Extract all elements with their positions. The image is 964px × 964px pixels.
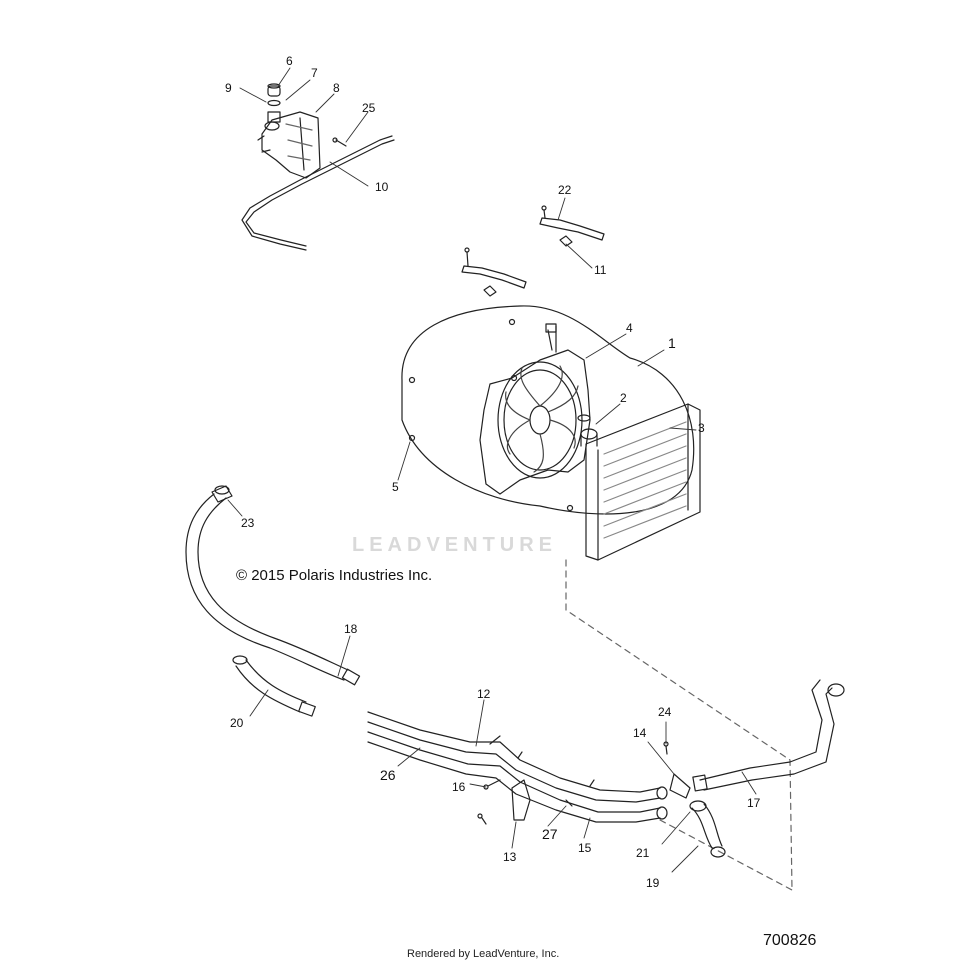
- upper-bracket-left: [461, 247, 527, 297]
- callout-10: 10: [375, 180, 389, 194]
- callout-15: 15: [578, 841, 592, 855]
- callout-24: 24: [658, 705, 672, 719]
- coolant-reservoir: [257, 111, 321, 179]
- clamp-27: [565, 799, 573, 807]
- hose-18: [185, 485, 361, 686]
- callout-6: 6: [286, 54, 293, 68]
- reservoir-cap: [267, 83, 281, 97]
- callout-1: 1: [668, 335, 676, 351]
- overflow-hose: [241, 135, 395, 251]
- callout-18: 18: [344, 622, 358, 636]
- cooling-fan: [479, 323, 591, 495]
- callout-7: 7: [311, 66, 318, 80]
- leader-lines: [227, 67, 757, 873]
- screw-25: [332, 137, 347, 147]
- diagram-number: 700826: [763, 932, 817, 949]
- callout-21: 21: [636, 846, 650, 860]
- cap-seal: [267, 99, 281, 107]
- callout-22: 22: [558, 183, 572, 197]
- callout-5: 5: [392, 480, 399, 494]
- radiator: [580, 403, 701, 561]
- bracket-14: [663, 741, 691, 799]
- hose-20: [232, 655, 316, 717]
- clamp-23: [214, 485, 230, 495]
- upper-bracket-right: [539, 205, 605, 247]
- hose-19: [689, 800, 726, 858]
- callout-11: 11: [594, 263, 607, 277]
- callout-12: 12: [477, 687, 491, 701]
- callout-20: 20: [230, 716, 244, 730]
- callout-14: 14: [633, 726, 647, 740]
- callout-26: 26: [380, 767, 396, 783]
- fan-assembly-outline: [401, 305, 695, 515]
- callout-9: 9: [225, 81, 232, 95]
- callout-19: 19: [646, 876, 660, 890]
- callout-8: 8: [333, 81, 340, 95]
- coolant-tubes: [367, 711, 668, 823]
- radiator-grommet: [577, 414, 591, 422]
- callout-23: 23: [241, 516, 255, 530]
- callout-13: 13: [503, 850, 517, 864]
- callout-17: 17: [747, 796, 761, 810]
- dashed-guides: [565, 559, 793, 891]
- callout-27: 27: [542, 826, 558, 842]
- callout-16: 16: [452, 780, 466, 794]
- callout-2: 2: [620, 391, 627, 405]
- callout-3: 3: [698, 421, 705, 435]
- callout-4: 4: [626, 321, 633, 335]
- tube-bracket: [477, 779, 531, 825]
- callout-25: 25: [362, 101, 376, 115]
- copyright-notice: © 2015 Polaris Industries Inc.: [236, 567, 433, 584]
- watermark-text: LEADVENTURE: [352, 534, 558, 556]
- screw-16: [483, 779, 501, 790]
- render-credit: Rendered by LeadVenture, Inc.: [407, 948, 560, 960]
- cap-adapter: [267, 111, 281, 123]
- hose-17: [692, 679, 845, 792]
